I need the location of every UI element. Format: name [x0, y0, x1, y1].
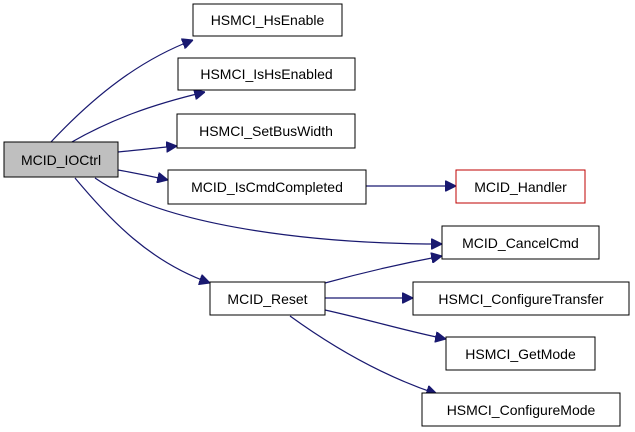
edge-ioctrl-cancelcmd [94, 177, 442, 244]
node-configuremode[interactable]: HSMCI_ConfigureMode [421, 392, 621, 427]
edge-reset-cancelcmd [324, 256, 442, 284]
node-reset-label: MCID_Reset [227, 291, 307, 307]
node-getmode-box [445, 336, 596, 371]
node-cancelcmd-box [441, 225, 600, 260]
node-handler[interactable]: MCID_Handler [455, 169, 586, 204]
edge-ioctrl-ishsenabled [69, 92, 205, 144]
node-reset[interactable]: MCID_Reset [209, 281, 326, 316]
node-ishsenabled-box [177, 57, 356, 91]
node-ishsenabled-label: HSMCI_IsHsEnabled [200, 66, 332, 82]
node-iscmdcompleted[interactable]: MCID_IsCmdCompleted [167, 169, 367, 205]
edge-ioctrl-iscmdcompleted [117, 169, 168, 180]
edge-ioctrl-reset [74, 177, 210, 283]
node-ioctrl-label: MCID_IOCtrl [21, 152, 101, 168]
edge-reset-getmode [324, 309, 446, 339]
node-getmode-label: HSMCI_GetMode [465, 346, 576, 362]
edge-ioctrl-setbuswidth [117, 146, 177, 153]
edge-reset-configuremode [289, 315, 437, 394]
node-cancelcmd-label: MCID_CancelCmd [462, 235, 579, 251]
node-iscmdcompleted-box [167, 169, 367, 205]
node-configuretransfer[interactable]: HSMCI_ConfigureTransfer [412, 281, 630, 316]
node-hsenable-box [192, 3, 343, 37]
node-cancelcmd[interactable]: MCID_CancelCmd [441, 225, 600, 260]
node-configuremode-label: HSMCI_ConfigureMode [447, 402, 596, 418]
node-hsenable-label: HSMCI_HsEnable [211, 12, 325, 28]
node-setbuswidth[interactable]: HSMCI_SetBusWidth [176, 113, 356, 149]
node-setbuswidth-box [176, 113, 356, 149]
node-configuretransfer-box [412, 281, 630, 316]
node-ishsenabled[interactable]: HSMCI_IsHsEnabled [177, 57, 356, 91]
node-iscmdcompleted-label: MCID_IsCmdCompleted [191, 179, 343, 195]
node-configuretransfer-label: HSMCI_ConfigureTransfer [438, 291, 604, 307]
node-handler-box [455, 169, 586, 204]
node-ioctrl[interactable]: MCID_IOCtrl [3, 141, 119, 178]
node-handler-label: MCID_Handler [474, 179, 567, 195]
node-hsenable[interactable]: HSMCI_HsEnable [192, 3, 343, 37]
edges [49, 40, 456, 394]
node-configuremode-box [421, 392, 621, 427]
edge-ioctrl-hsenable [49, 40, 193, 144]
node-ioctrl-box [3, 141, 119, 178]
node-reset-box [209, 281, 326, 316]
node-setbuswidth-label: HSMCI_SetBusWidth [199, 123, 333, 139]
node-getmode[interactable]: HSMCI_GetMode [445, 336, 596, 371]
